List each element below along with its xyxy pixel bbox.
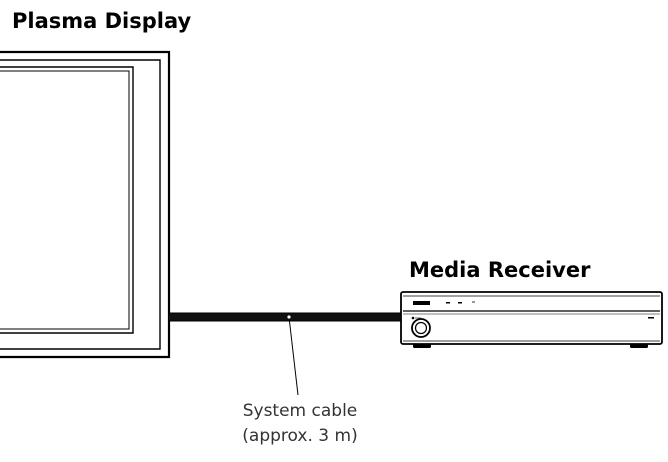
pioneer-logo-icon — [413, 301, 430, 305]
media-receiver-label: Media Receiver — [409, 258, 591, 282]
power-indicator-icon — [411, 316, 415, 320]
cable-length-label: (approx. 3 m) — [242, 426, 358, 446]
receiver-foot — [630, 344, 648, 348]
indicator-icon — [446, 302, 450, 304]
system-cable — [169, 312, 401, 322]
cable-leader-line — [288, 316, 299, 396]
indicator-icon — [458, 302, 462, 304]
plasma-display-label: Plasma Display — [12, 9, 192, 33]
power-knob-icon — [411, 318, 431, 338]
cable-name-label: System cable — [242, 401, 358, 421]
media-receiver — [400, 291, 663, 348]
receiver-foot — [413, 344, 431, 348]
plasma-display — [0, 50, 171, 359]
cable-leader-dot — [287, 315, 291, 319]
